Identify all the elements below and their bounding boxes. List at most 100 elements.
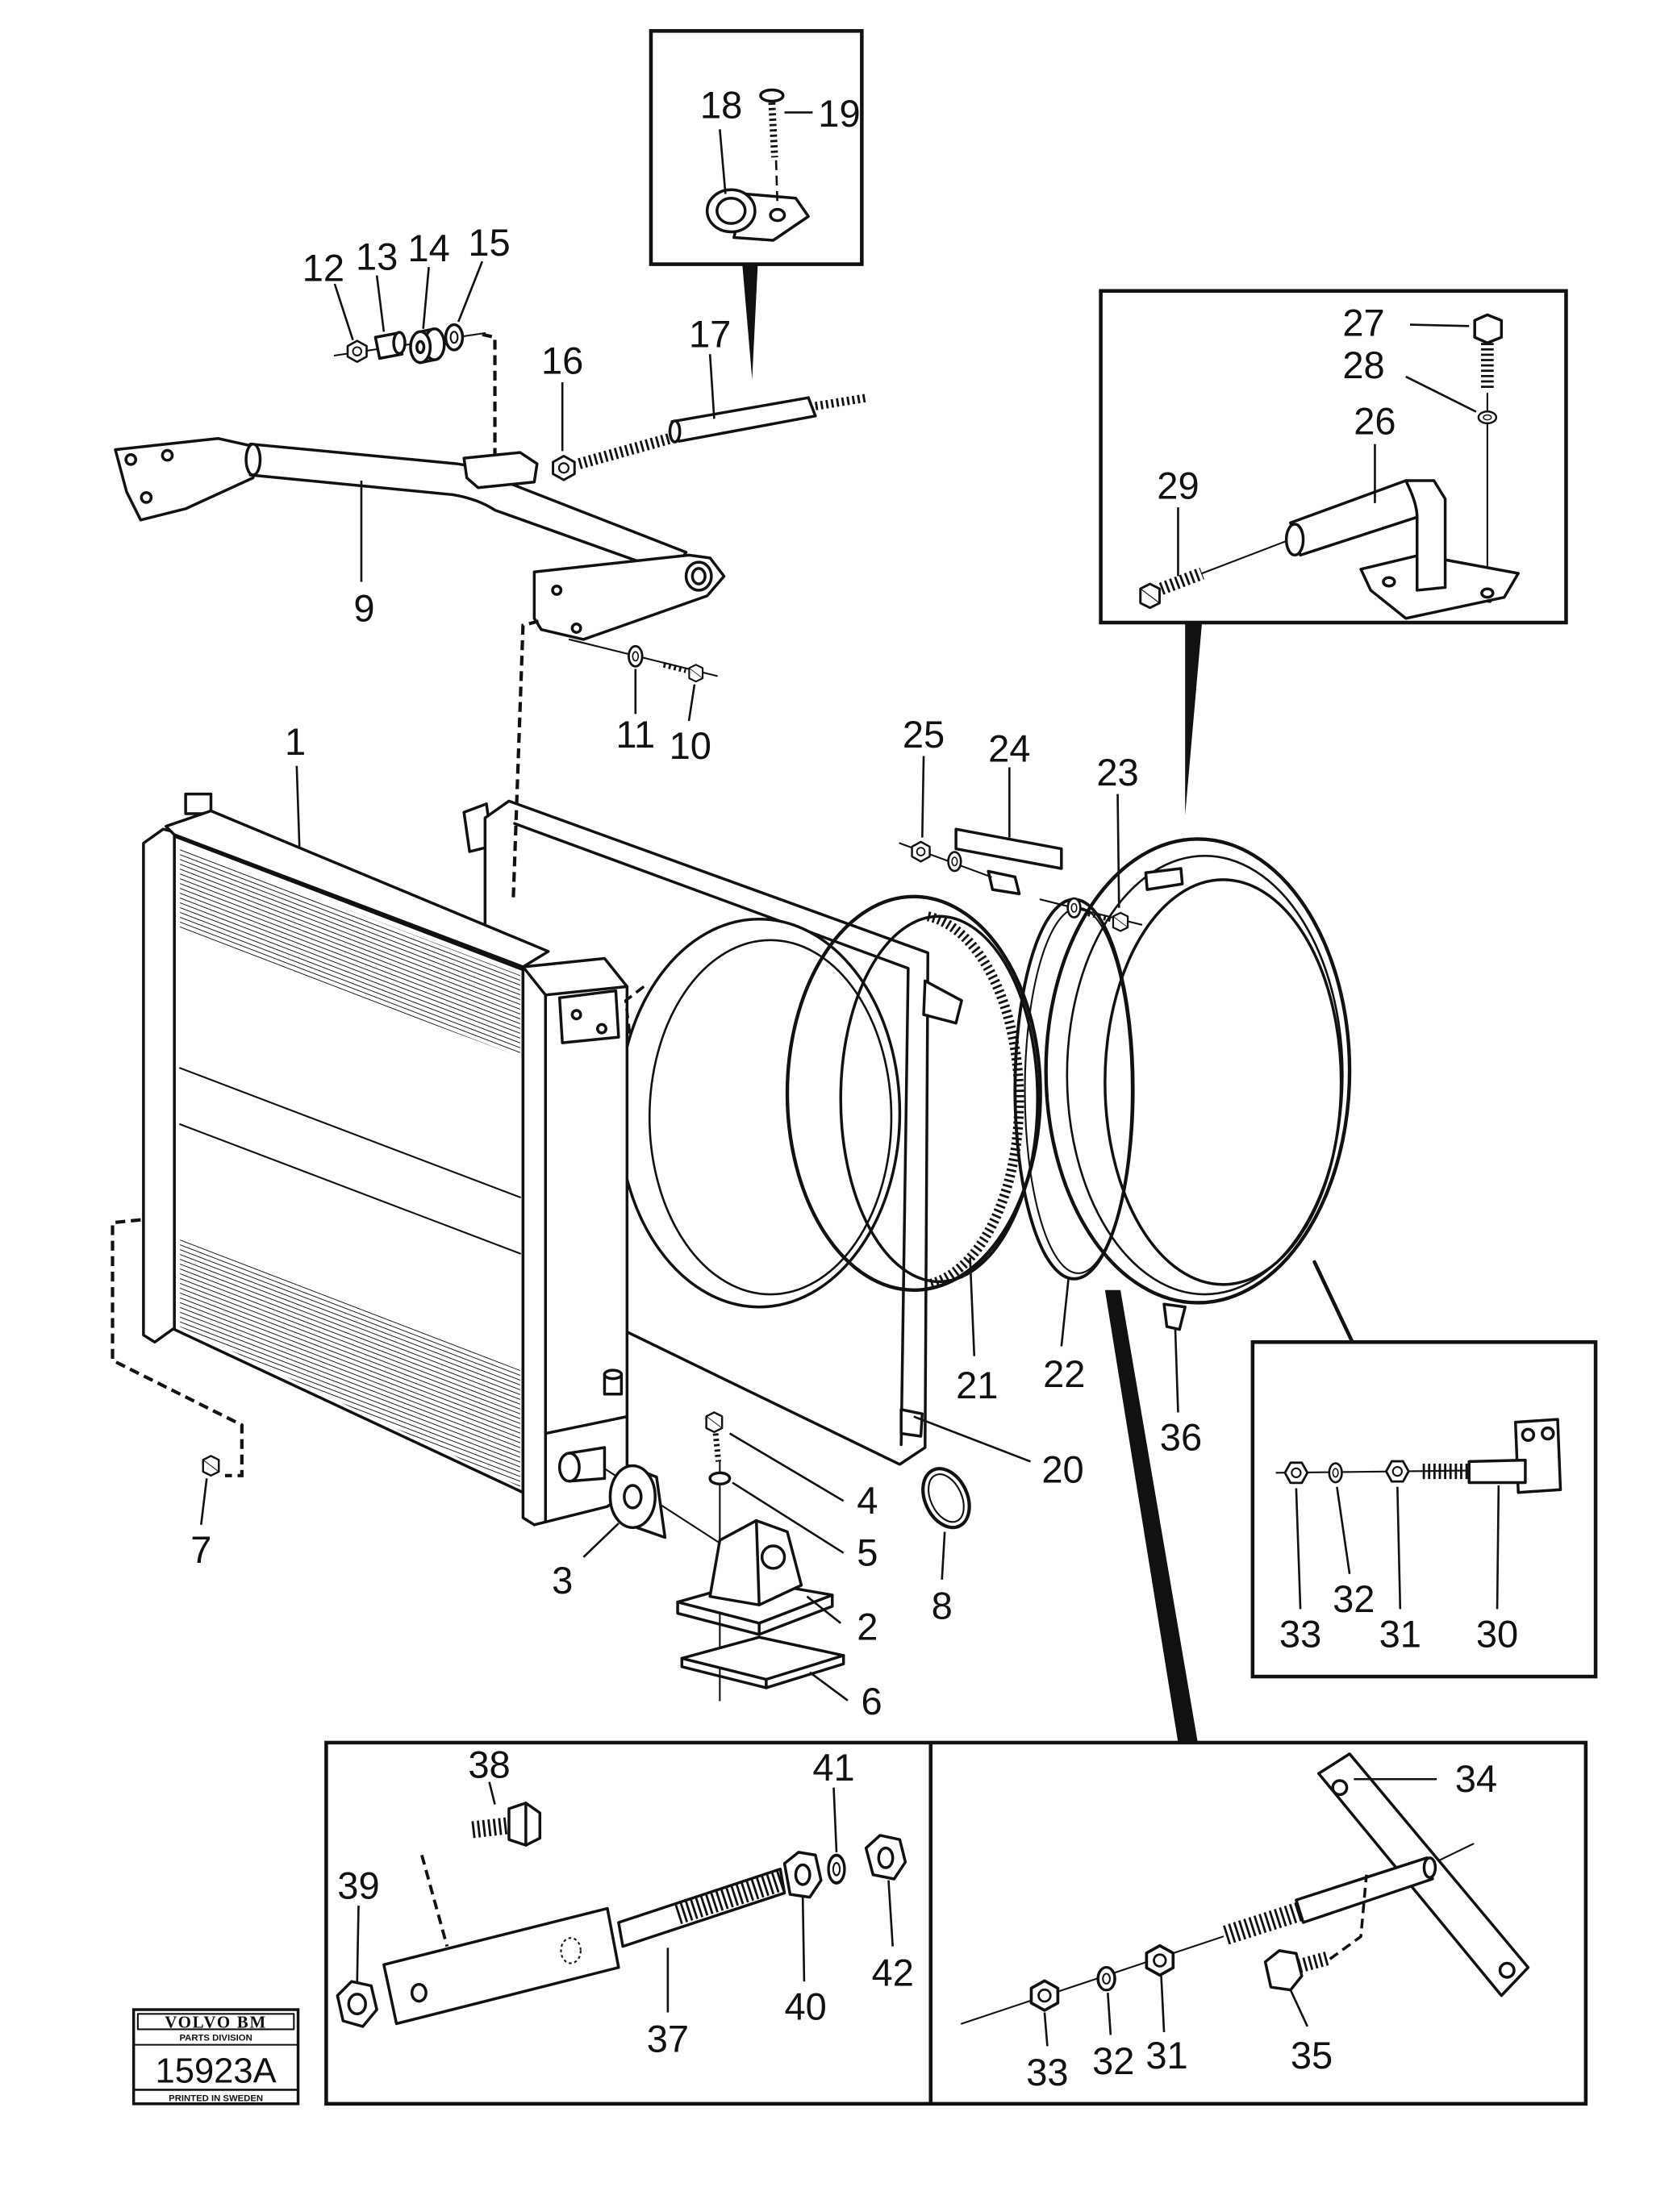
radiator-right-tank: [521, 956, 629, 1527]
inset-pipe: 27 28 26 29: [1099, 289, 1568, 815]
o-ring-8: 8: [921, 1467, 971, 1627]
label-30: 30: [1476, 1612, 1518, 1655]
leader-21: [969, 1257, 976, 1356]
label-23: 23: [1096, 751, 1138, 794]
shroud-tab-right: [922, 979, 963, 1025]
screw-4: 4: [705, 1411, 878, 1522]
label-33: 33: [1279, 1612, 1321, 1655]
logo-footer: PRINTED IN SWEDEN: [169, 2093, 263, 2103]
washer-5: 5: [708, 1471, 878, 1573]
radiator-drain: [603, 1368, 624, 1396]
nut-31-stay: [1145, 1943, 1175, 1977]
label-29: 29: [1157, 464, 1199, 507]
nut-39: [336, 1980, 378, 2028]
bushing-14: [409, 327, 446, 365]
inset-bottom-pointer: [1104, 1289, 1198, 1743]
washer-41: [827, 1853, 846, 1885]
leader-17: [708, 354, 716, 419]
screw-10: [662, 661, 704, 683]
label-21: 21: [956, 1364, 998, 1406]
label-8: 8: [932, 1585, 953, 1627]
hardware-10-11: 11 10: [568, 638, 718, 767]
label-26: 26: [1354, 399, 1396, 442]
label-25: 25: [903, 713, 945, 756]
label-41: 41: [812, 1746, 854, 1789]
label-1: 1: [285, 720, 306, 763]
label-5: 5: [857, 1531, 878, 1573]
logo-brand: VOLVO BM: [165, 2013, 267, 2032]
label-19: 19: [818, 92, 860, 135]
inset-tension-rod: 38 39 37 40 41 42: [336, 1743, 914, 2060]
inset-bracket-frame: [1250, 1340, 1598, 1679]
leader-1: [295, 765, 301, 849]
washer-28: [1477, 410, 1498, 425]
inset-bracket-pointer: [1312, 1260, 1354, 1344]
spacer-13: [373, 331, 407, 360]
label-9: 9: [353, 586, 374, 629]
inset-bracket: 33 32 31 30: [1250, 1260, 1598, 1679]
radiator-side-bracket: [557, 989, 620, 1044]
inset-pipe-frame: [1099, 289, 1568, 625]
nut-40: [782, 1851, 823, 1899]
label-32: 32: [1333, 1577, 1375, 1620]
tension-rod-17: 17: [578, 312, 869, 469]
leader-20: [913, 1415, 1031, 1463]
pipe-26: [1284, 479, 1520, 620]
label-3: 3: [552, 1559, 573, 1602]
washer-11: [628, 644, 644, 668]
inset-bottom-frame: [324, 1740, 1588, 2106]
stud-bracket-30: [1422, 1418, 1562, 1494]
label-7: 7: [190, 1528, 211, 1571]
label-37: 37: [647, 2017, 689, 2060]
ring-slot: [1144, 867, 1184, 891]
label-39: 39: [337, 1864, 379, 1906]
nut-31: [1384, 1460, 1410, 1483]
nut-16: 16: [541, 340, 583, 481]
washer-32-stay: [1096, 1965, 1116, 1992]
washer-25: [947, 851, 962, 873]
radiator-left-post: [142, 827, 176, 1344]
label-42: 42: [872, 1951, 914, 1993]
stay-mount-bracket: [462, 451, 539, 489]
nut-12: [346, 340, 368, 364]
ring-lug: [987, 869, 1021, 896]
label-36: 36: [1160, 1415, 1202, 1458]
washer-15: [444, 323, 465, 352]
leader-18: [719, 129, 727, 194]
inset-stay: 34 33 32 31 35: [961, 1752, 1530, 2093]
bolt-35: [1263, 1949, 1332, 1992]
label-31-stay: 31: [1145, 2034, 1187, 2077]
screw-19: [759, 88, 785, 206]
bolt-38: [471, 1802, 542, 1847]
radiator-outlet: [557, 1446, 607, 1483]
dashed-line-stay-mount: [482, 332, 497, 459]
mount-bracket-2: 2: [676, 1460, 878, 1702]
washer-23: [1066, 897, 1082, 919]
inset-clip-pointer: [742, 264, 758, 380]
dashed-line-bracket: [511, 619, 540, 902]
label-32-stay: 32: [1092, 2039, 1134, 2082]
fan-ring-21: 21: [785, 869, 1042, 1406]
hardware-23: 23: [1039, 751, 1143, 932]
leader-36: [1174, 1329, 1179, 1413]
label-15: 15: [468, 221, 510, 264]
logo-division: PARTS DIVISION: [179, 2033, 252, 2043]
inset-bottom: 38 39 37 40 41 42: [324, 1740, 1588, 2106]
label-31: 31: [1379, 1612, 1421, 1655]
nut-33: [1283, 1461, 1309, 1485]
nut-25: [911, 840, 931, 863]
label-33-stay: 33: [1026, 2051, 1068, 2093]
washer-32: [1328, 1462, 1343, 1484]
label-40: 40: [784, 1985, 826, 2027]
label-6: 6: [861, 1680, 882, 1723]
label-35: 35: [1291, 2034, 1333, 2077]
stay-bar-9: 9: [114, 436, 726, 641]
mount-hardware-12-15: 12 13 14 15: [302, 221, 511, 459]
radiator-1: 1: [142, 720, 645, 1527]
hardware-25: 25: [899, 713, 992, 878]
clip-18: [705, 188, 810, 242]
inset-pipe-pointer: [1185, 623, 1203, 815]
bracket-24: 24: [954, 727, 1063, 870]
bolt-23: [1112, 911, 1129, 932]
